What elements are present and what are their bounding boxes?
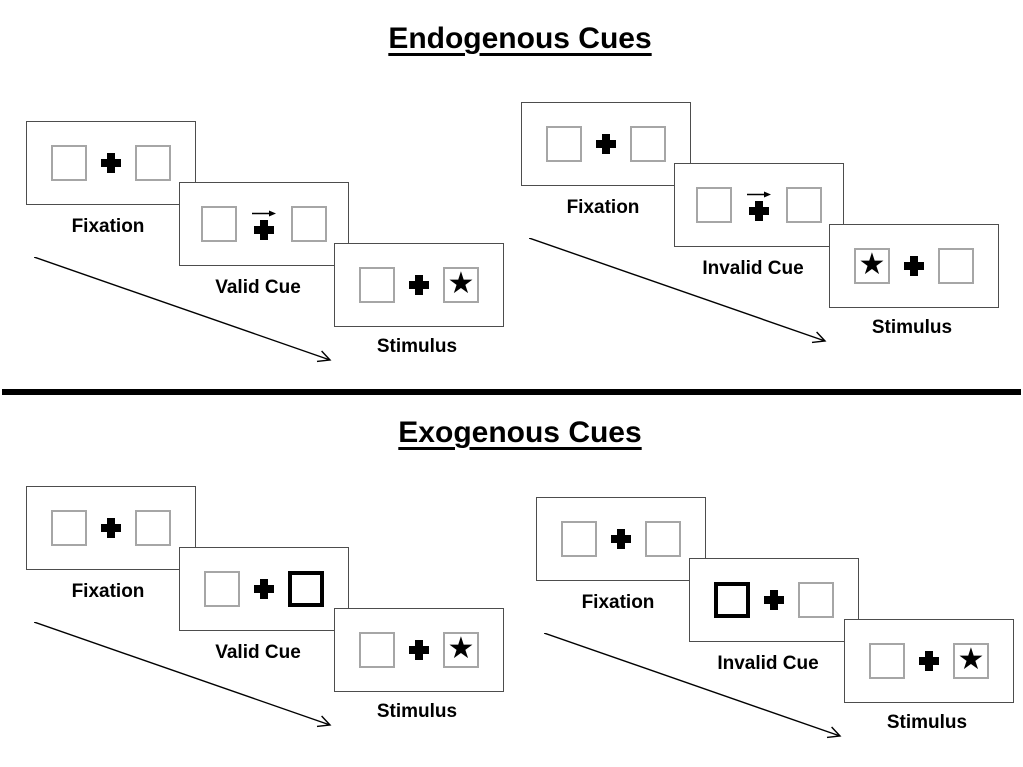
step-label-cue: Invalid Cue [717, 653, 819, 674]
screen-stimulus: ★ [334, 243, 504, 327]
screen-stimulus: ★ [334, 608, 504, 692]
fixation-cross-icon [254, 219, 274, 240]
star-icon: ★ [447, 632, 475, 665]
left-box [51, 510, 87, 546]
right-box: ★ [443, 632, 479, 668]
left-box [359, 632, 395, 668]
star-icon: ★ [957, 643, 985, 676]
left-box [546, 126, 582, 162]
left-box [696, 187, 732, 223]
step-label-stimulus: Stimulus [376, 336, 458, 357]
right-box [630, 126, 666, 162]
step-label-cue: Invalid Cue [702, 258, 804, 279]
fixation-cross-icon [919, 651, 939, 671]
step-label-fixation: Fixation [566, 197, 640, 218]
screen-cue [179, 547, 349, 631]
screen-fixation [26, 486, 196, 570]
step-label-stimulus: Stimulus [871, 317, 953, 338]
time-arrow-icon [34, 622, 332, 728]
screen-stimulus: ★ [829, 224, 999, 308]
left-box: ★ [854, 248, 890, 284]
step-label-fixation: Fixation [71, 581, 145, 602]
central-cue [746, 190, 772, 221]
left-box [561, 521, 597, 557]
fixation-cross-icon [904, 256, 924, 276]
screen-cue [689, 558, 859, 642]
right-box [135, 510, 171, 546]
left-box [359, 267, 395, 303]
left-box [204, 571, 240, 607]
time-arrow-icon [544, 633, 842, 739]
star-icon: ★ [447, 267, 475, 300]
fixation-cross-icon [596, 134, 616, 154]
left-box [869, 643, 905, 679]
section-title-endogenous: Endogenous Cues [17, 22, 1023, 56]
left-box-cue-highlight [714, 582, 750, 618]
screen-stimulus: ★ [844, 619, 1014, 703]
step-label-stimulus: Stimulus [376, 701, 458, 722]
fixation-cross-icon [254, 579, 274, 599]
step-label-fixation: Fixation [581, 592, 655, 613]
sequence-exogenous-valid: Fixation Valid Cue ★ Stimulus [26, 486, 506, 738]
screen-fixation [521, 102, 691, 186]
step-label-stimulus: Stimulus [886, 712, 968, 733]
step-label-cue: Valid Cue [215, 277, 301, 298]
fixation-cross-icon [101, 518, 121, 538]
screen-fixation [26, 121, 196, 205]
central-cue [251, 209, 277, 240]
left-box [51, 145, 87, 181]
section-divider [2, 389, 1021, 395]
section-title-endogenous-text: Endogenous Cues [388, 22, 652, 55]
section-title-exogenous-text: Exogenous Cues [398, 416, 642, 449]
time-arrow-icon [34, 257, 332, 363]
screen-cue [179, 182, 349, 266]
screen-fixation [536, 497, 706, 581]
star-icon: ★ [858, 248, 886, 281]
sequence-exogenous-invalid: Fixation Invalid Cue ★ Stimulus [536, 497, 1016, 749]
right-box: ★ [953, 643, 989, 679]
cue-arrow-right-icon [747, 191, 771, 197]
right-box-cue-highlight [288, 571, 324, 607]
sequence-endogenous-valid: Fixation Valid Cue ★ Stimulus [26, 121, 506, 373]
right-box [135, 145, 171, 181]
left-box [201, 206, 237, 242]
fixation-cross-icon [611, 529, 631, 549]
section-title-exogenous: Exogenous Cues [17, 416, 1023, 450]
right-box [798, 582, 834, 618]
time-arrow-icon [529, 238, 827, 344]
step-label-fixation: Fixation [71, 216, 145, 237]
fixation-cross-icon [764, 590, 784, 610]
fixation-cross-icon [101, 153, 121, 173]
fixation-cross-icon [749, 200, 769, 221]
fixation-cross-icon [409, 275, 429, 295]
right-box [938, 248, 974, 284]
screen-cue [674, 163, 844, 247]
sequence-endogenous-invalid: Fixation Invalid Cue ★ Stimulus [521, 102, 1001, 354]
right-box [291, 206, 327, 242]
step-label-cue: Valid Cue [215, 642, 301, 663]
right-box: ★ [443, 267, 479, 303]
fixation-cross-icon [409, 640, 429, 660]
right-box [645, 521, 681, 557]
right-box [786, 187, 822, 223]
cue-arrow-right-icon [252, 210, 276, 216]
